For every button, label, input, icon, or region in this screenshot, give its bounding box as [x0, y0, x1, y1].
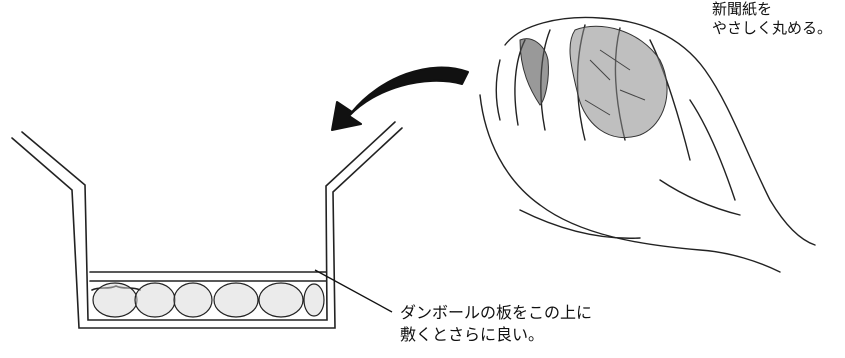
caption-top-line-2: やさしく丸める。	[712, 19, 833, 37]
curved-arrow	[331, 66, 469, 131]
leader-line	[314, 269, 393, 313]
newspaper-ball	[519, 25, 668, 139]
crumpled-newspaper-row	[92, 282, 325, 318]
caption-bottom-line-2: 敷くとさらに良い。	[400, 325, 545, 344]
box-drawing	[11, 121, 403, 329]
caption-bottom: ダンボールの板をこの上に 敷くとさらに良い。	[400, 302, 592, 346]
caption-top-line-1: 新聞紙を	[712, 0, 773, 18]
caption-top: 新聞紙を やさしく丸める。	[712, 0, 832, 38]
caption-bottom-line-1: ダンボールの板をこの上に	[400, 303, 593, 322]
